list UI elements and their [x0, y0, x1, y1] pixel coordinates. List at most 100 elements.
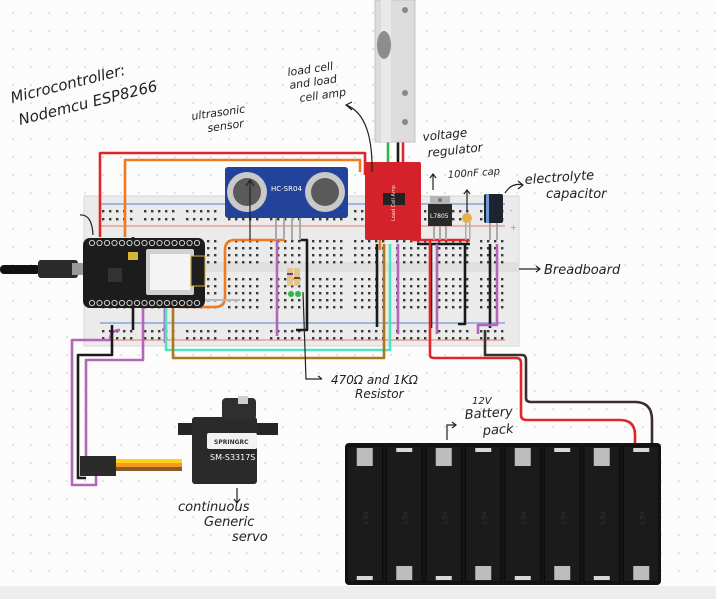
breadboard-hole	[410, 330, 413, 333]
breadboard-hole	[298, 240, 301, 243]
breadboard-hole	[249, 285, 252, 288]
breadboard-hole	[235, 247, 238, 250]
breadboard-hole	[494, 254, 497, 257]
battery-cell-slot	[623, 445, 660, 583]
hx711-load-cell-amp: Load Cell Amp	[365, 162, 421, 240]
breadboard-hole	[466, 285, 469, 288]
label-loadcell-1: load cell	[287, 60, 334, 79]
breadboard-hole	[200, 337, 203, 340]
breadboard-hole	[487, 247, 490, 250]
breadboard-hole	[228, 292, 231, 295]
nodemcu-pin	[126, 299, 133, 307]
breadboard-hole	[494, 330, 497, 333]
breadboard-hole	[249, 299, 252, 302]
breadboard-hole	[326, 254, 329, 257]
breadboard-hole	[326, 306, 329, 309]
breadboard-hole	[228, 254, 231, 257]
breadboard-hole	[361, 261, 364, 264]
breadboard-hole	[284, 240, 287, 243]
breadboard-hole	[312, 299, 315, 302]
breadboard-hole	[270, 254, 273, 257]
breadboard-hole	[445, 306, 448, 309]
breadboard-hole	[291, 306, 294, 309]
breadboard-hole	[200, 330, 203, 333]
label-battery-3: pack	[481, 422, 514, 439]
breadboard-hole	[319, 254, 322, 257]
breadboard-hole	[494, 292, 497, 295]
arrow-loadcell	[344, 101, 373, 173]
breadboard-hole	[438, 261, 441, 264]
breadboard-hole	[256, 218, 259, 221]
breadboard-hole	[235, 285, 238, 288]
label-cap-100nf: 100nF cap	[447, 166, 500, 181]
arrow-regulator	[429, 173, 437, 190]
servo-brand-label: SPRINGRC	[214, 439, 249, 446]
breadboard-hole	[417, 285, 420, 288]
breadboard-hole	[396, 240, 399, 243]
breadboard-hole	[459, 247, 462, 250]
breadboard-hole	[452, 278, 455, 281]
breadboard-hole	[501, 330, 504, 333]
breadboard-hole	[333, 278, 336, 281]
breadboard-hole	[319, 285, 322, 288]
breadboard-hole	[130, 218, 133, 221]
wire-black-servo-gnd	[76, 325, 114, 480]
breadboard-hole	[452, 218, 455, 221]
breadboard-hole	[214, 210, 217, 213]
breadboard-hole	[466, 261, 469, 264]
breadboard-hole	[480, 218, 483, 221]
battery-cell-slot	[544, 445, 581, 583]
breadboard-hole	[501, 254, 504, 257]
breadboard-hole	[123, 337, 126, 340]
breadboard-hole	[368, 306, 371, 309]
wire-purple-servo-signal	[84, 305, 145, 465]
breadboard-hole	[501, 292, 504, 295]
breadboard-hole	[424, 337, 427, 340]
breadboard-hole	[214, 292, 217, 295]
breadboard-hole	[291, 254, 294, 257]
wire-black-echo	[296, 238, 309, 332]
nodemcu-pin	[133, 239, 141, 247]
battery-contact	[554, 448, 571, 452]
breadboard-hole	[368, 330, 371, 333]
breadboard-hole	[361, 218, 364, 221]
breadboard-hole	[410, 261, 413, 264]
breadboard-hole	[333, 240, 336, 243]
breadboard-hole	[284, 299, 287, 302]
breadboard-hole	[361, 292, 364, 295]
breadboard-hole	[445, 292, 448, 295]
nodemcu-esp8266	[83, 238, 206, 308]
label-breadboard: Breadboard	[544, 263, 621, 278]
breadboard-hole	[340, 218, 343, 221]
nodemcu-pin	[118, 299, 126, 307]
breadboard-hole	[466, 210, 469, 213]
breadboard-hole	[438, 254, 441, 257]
breadboard-hole	[445, 278, 448, 281]
breadboard-hole	[494, 247, 497, 250]
breadboard-hole	[501, 285, 504, 288]
breadboard-hole	[487, 299, 490, 302]
breadboard-hole	[452, 247, 455, 250]
rail-minus-label: -	[510, 207, 513, 215]
breadboard-hole	[459, 285, 462, 288]
breadboard-hole	[242, 218, 245, 221]
servo-model-label: SM-S3317S	[210, 453, 255, 462]
breadboard-hole	[284, 247, 287, 250]
breadboard-hole	[340, 247, 343, 250]
breadboard-hole	[116, 337, 119, 340]
breadboard-hole	[249, 306, 252, 309]
arrow-cap	[463, 189, 471, 210]
breadboard-hole	[312, 285, 315, 288]
breadboard-hole	[480, 210, 483, 213]
breadboard-hole	[228, 261, 231, 264]
breadboard-hole	[207, 278, 210, 281]
breadboard-hole	[270, 330, 273, 333]
breadboard-hole	[207, 210, 210, 213]
wire-orange-top	[123, 158, 362, 237]
breadboard-hole	[403, 337, 406, 340]
breadboard-hole	[242, 278, 245, 281]
battery-contact	[593, 576, 610, 580]
breadboard-hole	[326, 292, 329, 295]
breadboard-hole	[270, 278, 273, 281]
